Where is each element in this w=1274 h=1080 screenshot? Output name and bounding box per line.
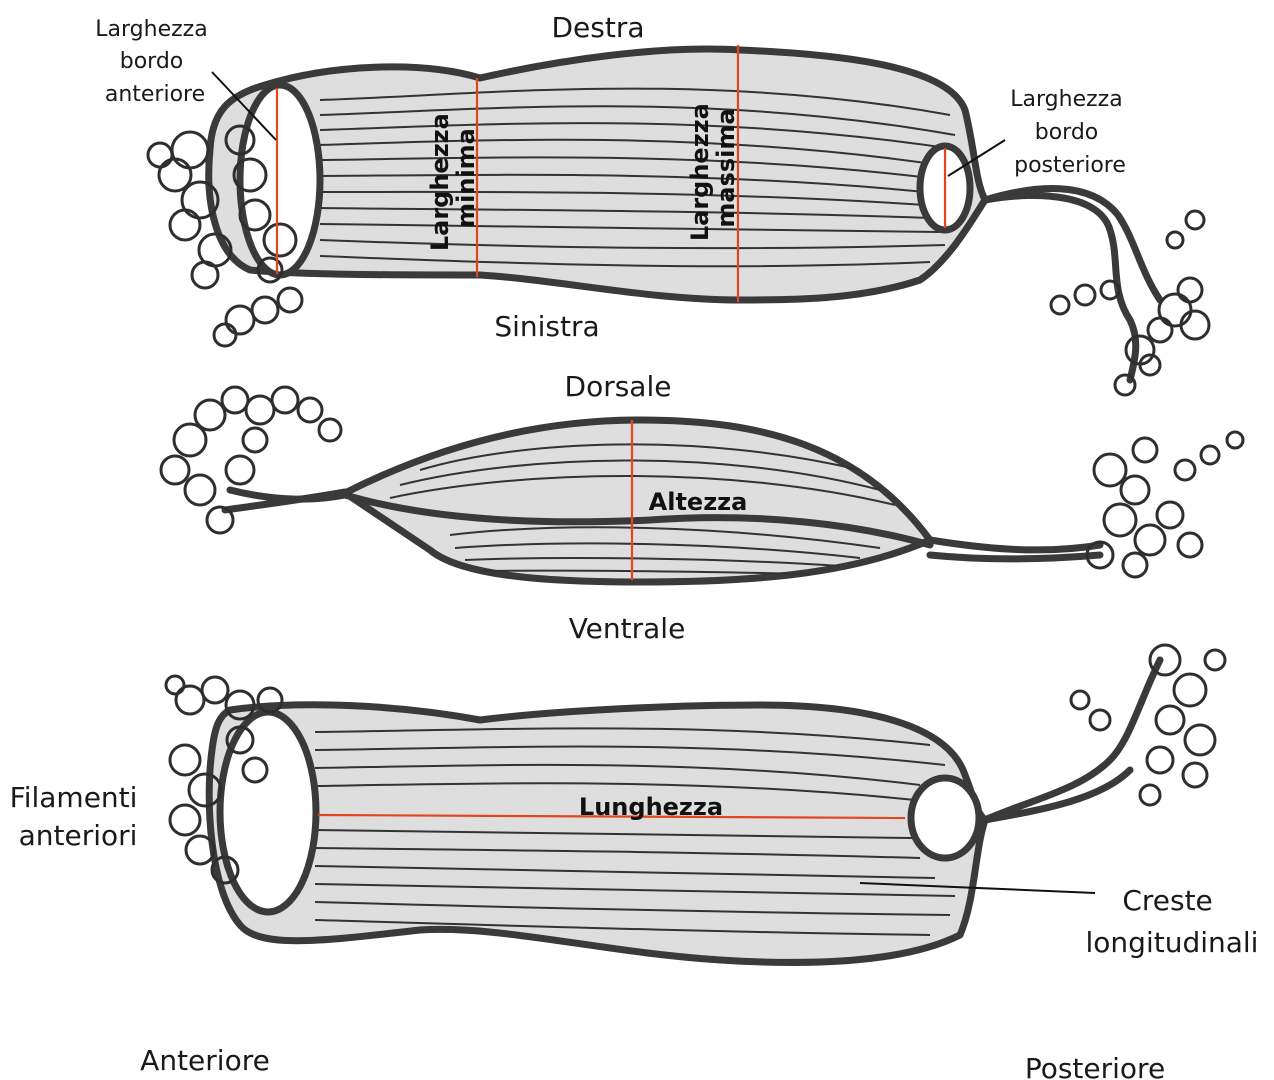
- anterior-filament-curls-side: [161, 387, 341, 533]
- label-larghezza-bordo-anteriore: Larghezza bordo anteriore: [95, 17, 214, 107]
- label-destra: Destra: [551, 11, 644, 44]
- label-lunghezza: Lunghezza: [579, 793, 723, 821]
- posterior-filament-curls-side: [1087, 432, 1243, 577]
- label-anteriore: Anteriore: [140, 1044, 270, 1077]
- label-ventrale: Ventrale: [569, 612, 686, 645]
- label-filamenti-anteriori: Filamenti anteriori: [10, 781, 147, 852]
- label-sinistra: Sinistra: [494, 310, 599, 343]
- side-view: [161, 387, 1243, 582]
- label-dorsale: Dorsale: [565, 370, 672, 403]
- label-larghezza-bordo-posteriore: Larghezza bordo posteriore: [1010, 87, 1129, 178]
- label-posteriore: Posteriore: [1025, 1052, 1165, 1080]
- label-larghezza-massima: Larghezza massima: [686, 95, 740, 241]
- label-creste-longitudinali: Creste longitudinali: [1086, 884, 1259, 959]
- posterior-filament-curls-bottom: [1071, 645, 1225, 805]
- label-altezza: Altezza: [649, 488, 748, 516]
